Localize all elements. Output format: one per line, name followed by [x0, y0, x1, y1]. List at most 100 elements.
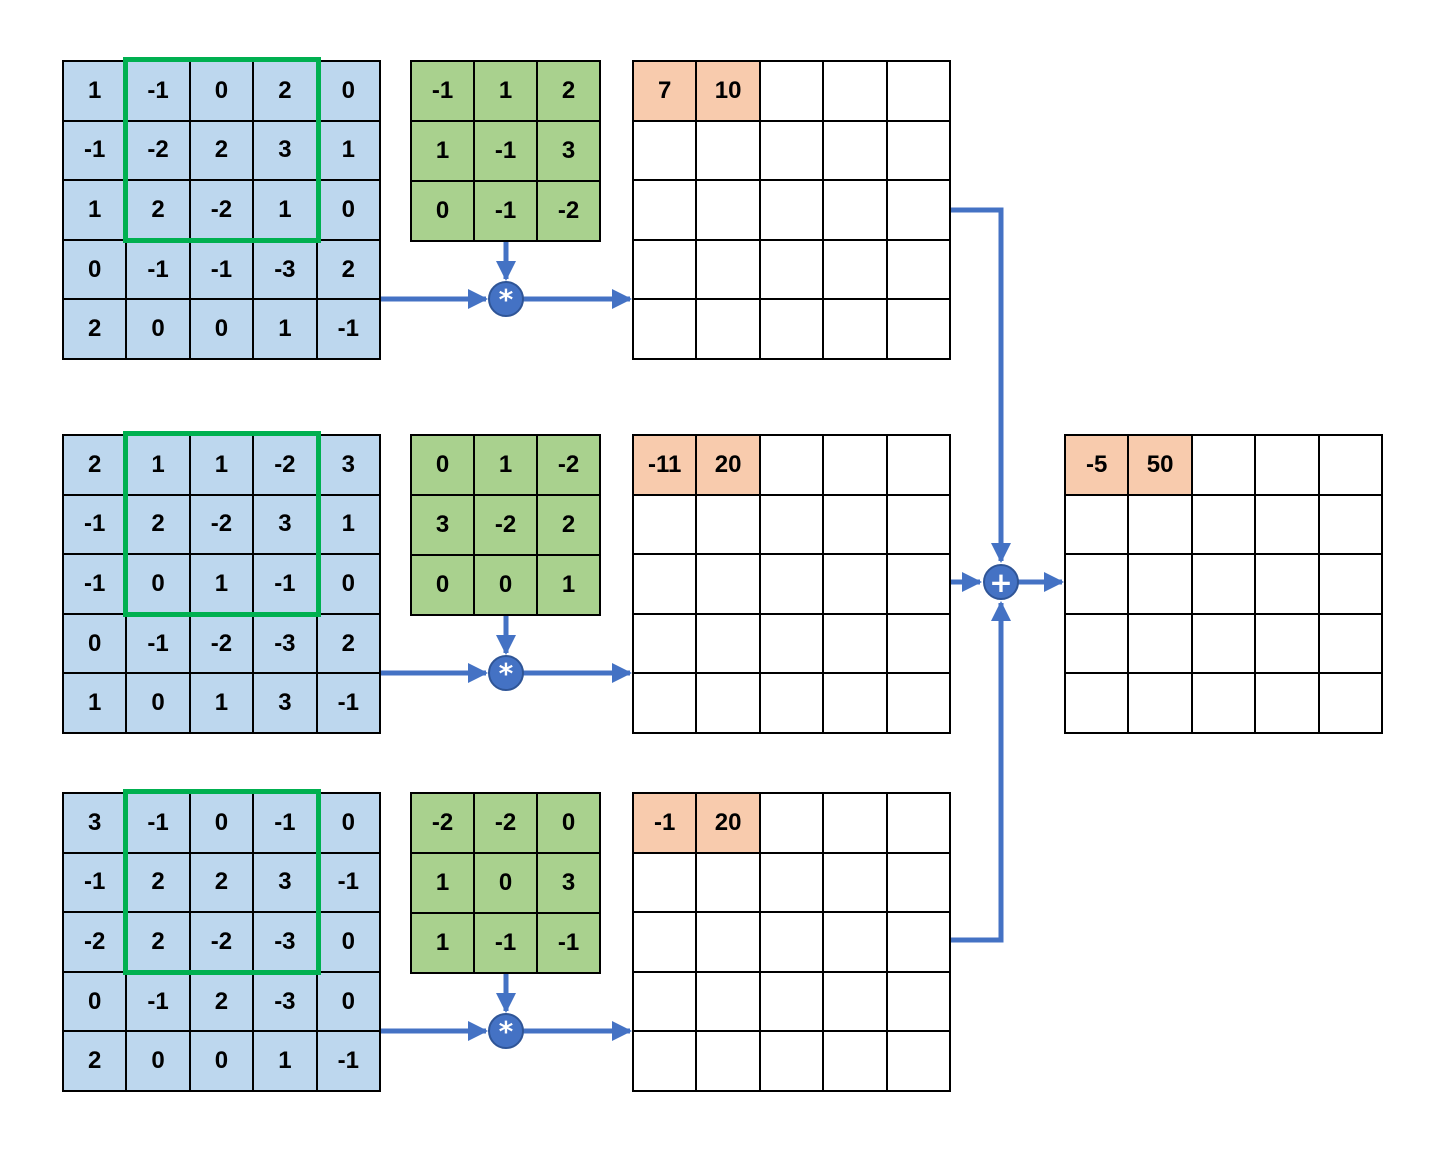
conv-operator-third-circle	[488, 1013, 524, 1049]
output-third-cell	[824, 794, 888, 854]
result-cell	[1192, 614, 1257, 675]
output-second-cell	[760, 495, 825, 556]
input-first-cell: -1	[64, 121, 128, 182]
input-second-cell: 0	[317, 555, 381, 615]
result-cell: -5	[1066, 436, 1130, 496]
output-first-cell	[760, 181, 825, 241]
input-third-cell: -1	[317, 1032, 381, 1092]
input-third-cell: 0	[317, 972, 381, 1033]
result-cell	[1129, 495, 1193, 556]
input-second-cell: -1	[127, 614, 191, 675]
input-first-cell: 2	[317, 240, 381, 301]
output-first-cell	[824, 121, 888, 182]
input-second-cell: 0	[64, 614, 128, 675]
output-first-cell	[887, 181, 951, 241]
kernel-second-cell: 2	[538, 496, 601, 556]
input-first-cell: 1	[64, 181, 128, 241]
input-third-cell: -3	[254, 972, 318, 1033]
kernel-second-cell: 0	[475, 556, 538, 616]
kernel-third-cell: 1	[412, 854, 475, 914]
result-cell	[1256, 614, 1320, 675]
result-cell	[1319, 495, 1383, 556]
result-cell	[1256, 674, 1320, 734]
output-first-cell	[824, 181, 888, 241]
output-first-cell	[697, 240, 761, 301]
output-third-cell	[634, 1032, 698, 1092]
third-output-to-sum-arrow	[950, 601, 1011, 943]
sum-operator-circle	[983, 564, 1019, 600]
result-cell	[1319, 674, 1383, 734]
kernel-first-cell: 3	[538, 122, 601, 182]
kernel-third-cell: -1	[475, 914, 538, 974]
output-third-cell	[634, 853, 698, 914]
input-second-cell: 3	[254, 495, 318, 556]
kernel-first-cell: -1	[475, 182, 538, 242]
input-first-cell: 0	[64, 240, 128, 301]
result-cell	[1192, 495, 1257, 556]
conv-operator-second-symbol: *	[499, 657, 514, 690]
output-third-cell	[760, 972, 825, 1033]
result-cell	[1256, 555, 1320, 615]
input-second-cell: -1	[317, 674, 381, 734]
input-first-cell: -2	[190, 181, 255, 241]
result-cell	[1192, 436, 1257, 496]
input-second-cell: 1	[190, 555, 255, 615]
input-first-cell: 2	[254, 62, 318, 122]
output-third-cell	[634, 972, 698, 1033]
input-first-cell: 1	[317, 121, 381, 182]
input-first-cell: -2	[127, 121, 191, 182]
output-third-cell	[697, 913, 761, 973]
output-third-cell	[887, 972, 951, 1033]
output-first-cell	[697, 121, 761, 182]
kernel-first-cell: -2	[538, 182, 601, 242]
kernel-third-cell: -2	[412, 794, 475, 854]
output-third-cell	[760, 913, 825, 973]
kernel-second-cell: 1	[538, 556, 601, 616]
output-second-cell	[824, 495, 888, 556]
input-third-cell: 3	[254, 853, 318, 914]
output-third-cell	[887, 913, 951, 973]
result-cell	[1129, 555, 1193, 615]
first-output-to-sum-arrow	[950, 207, 1011, 563]
kernel-third-cell: 1	[412, 914, 475, 974]
input-third-cell: -2	[64, 913, 128, 973]
input-second-cell: 1	[64, 674, 128, 734]
result-cell	[1192, 555, 1257, 615]
output-first-cell	[634, 300, 698, 360]
output-second-cell	[760, 614, 825, 675]
input-third-cell: -1	[127, 794, 191, 854]
output-first-cell: 10	[697, 62, 761, 122]
output-second-cell	[760, 674, 825, 734]
output-first-cell	[824, 62, 888, 122]
output-second-cell	[697, 555, 761, 615]
result-cell	[1256, 436, 1320, 496]
input-first-cell: 1	[64, 62, 128, 122]
output-first-cell	[760, 62, 825, 122]
conv-operator-third-symbol: *	[499, 1015, 514, 1048]
output-first-cell	[887, 62, 951, 122]
input-third-cell: -3	[254, 913, 318, 973]
output-third-cell: -1	[634, 794, 698, 854]
input-third-cell: 2	[127, 913, 191, 973]
result-cell: 50	[1129, 436, 1193, 496]
input-third-cell: 0	[317, 913, 381, 973]
kernel-second-cell: 0	[412, 556, 475, 616]
output-first-cell	[634, 121, 698, 182]
input-second-cell: 1	[190, 674, 255, 734]
output-second-cell	[887, 674, 951, 734]
input-second-cell: -2	[254, 436, 318, 496]
kernel-third-cell: -2	[475, 794, 538, 854]
conv-operator-first-symbol: *	[499, 283, 514, 316]
output-second-cell	[824, 614, 888, 675]
output-second-cell	[760, 436, 825, 496]
result-cell	[1066, 674, 1130, 734]
input-second-cell: 3	[254, 674, 318, 734]
conv-operator-first-circle	[488, 281, 524, 317]
output-third-cell	[697, 1032, 761, 1092]
input-second-cell: -1	[254, 555, 318, 615]
output-third-cell	[760, 1032, 825, 1092]
output-first-cell	[634, 240, 698, 301]
output-first-cell	[824, 240, 888, 301]
